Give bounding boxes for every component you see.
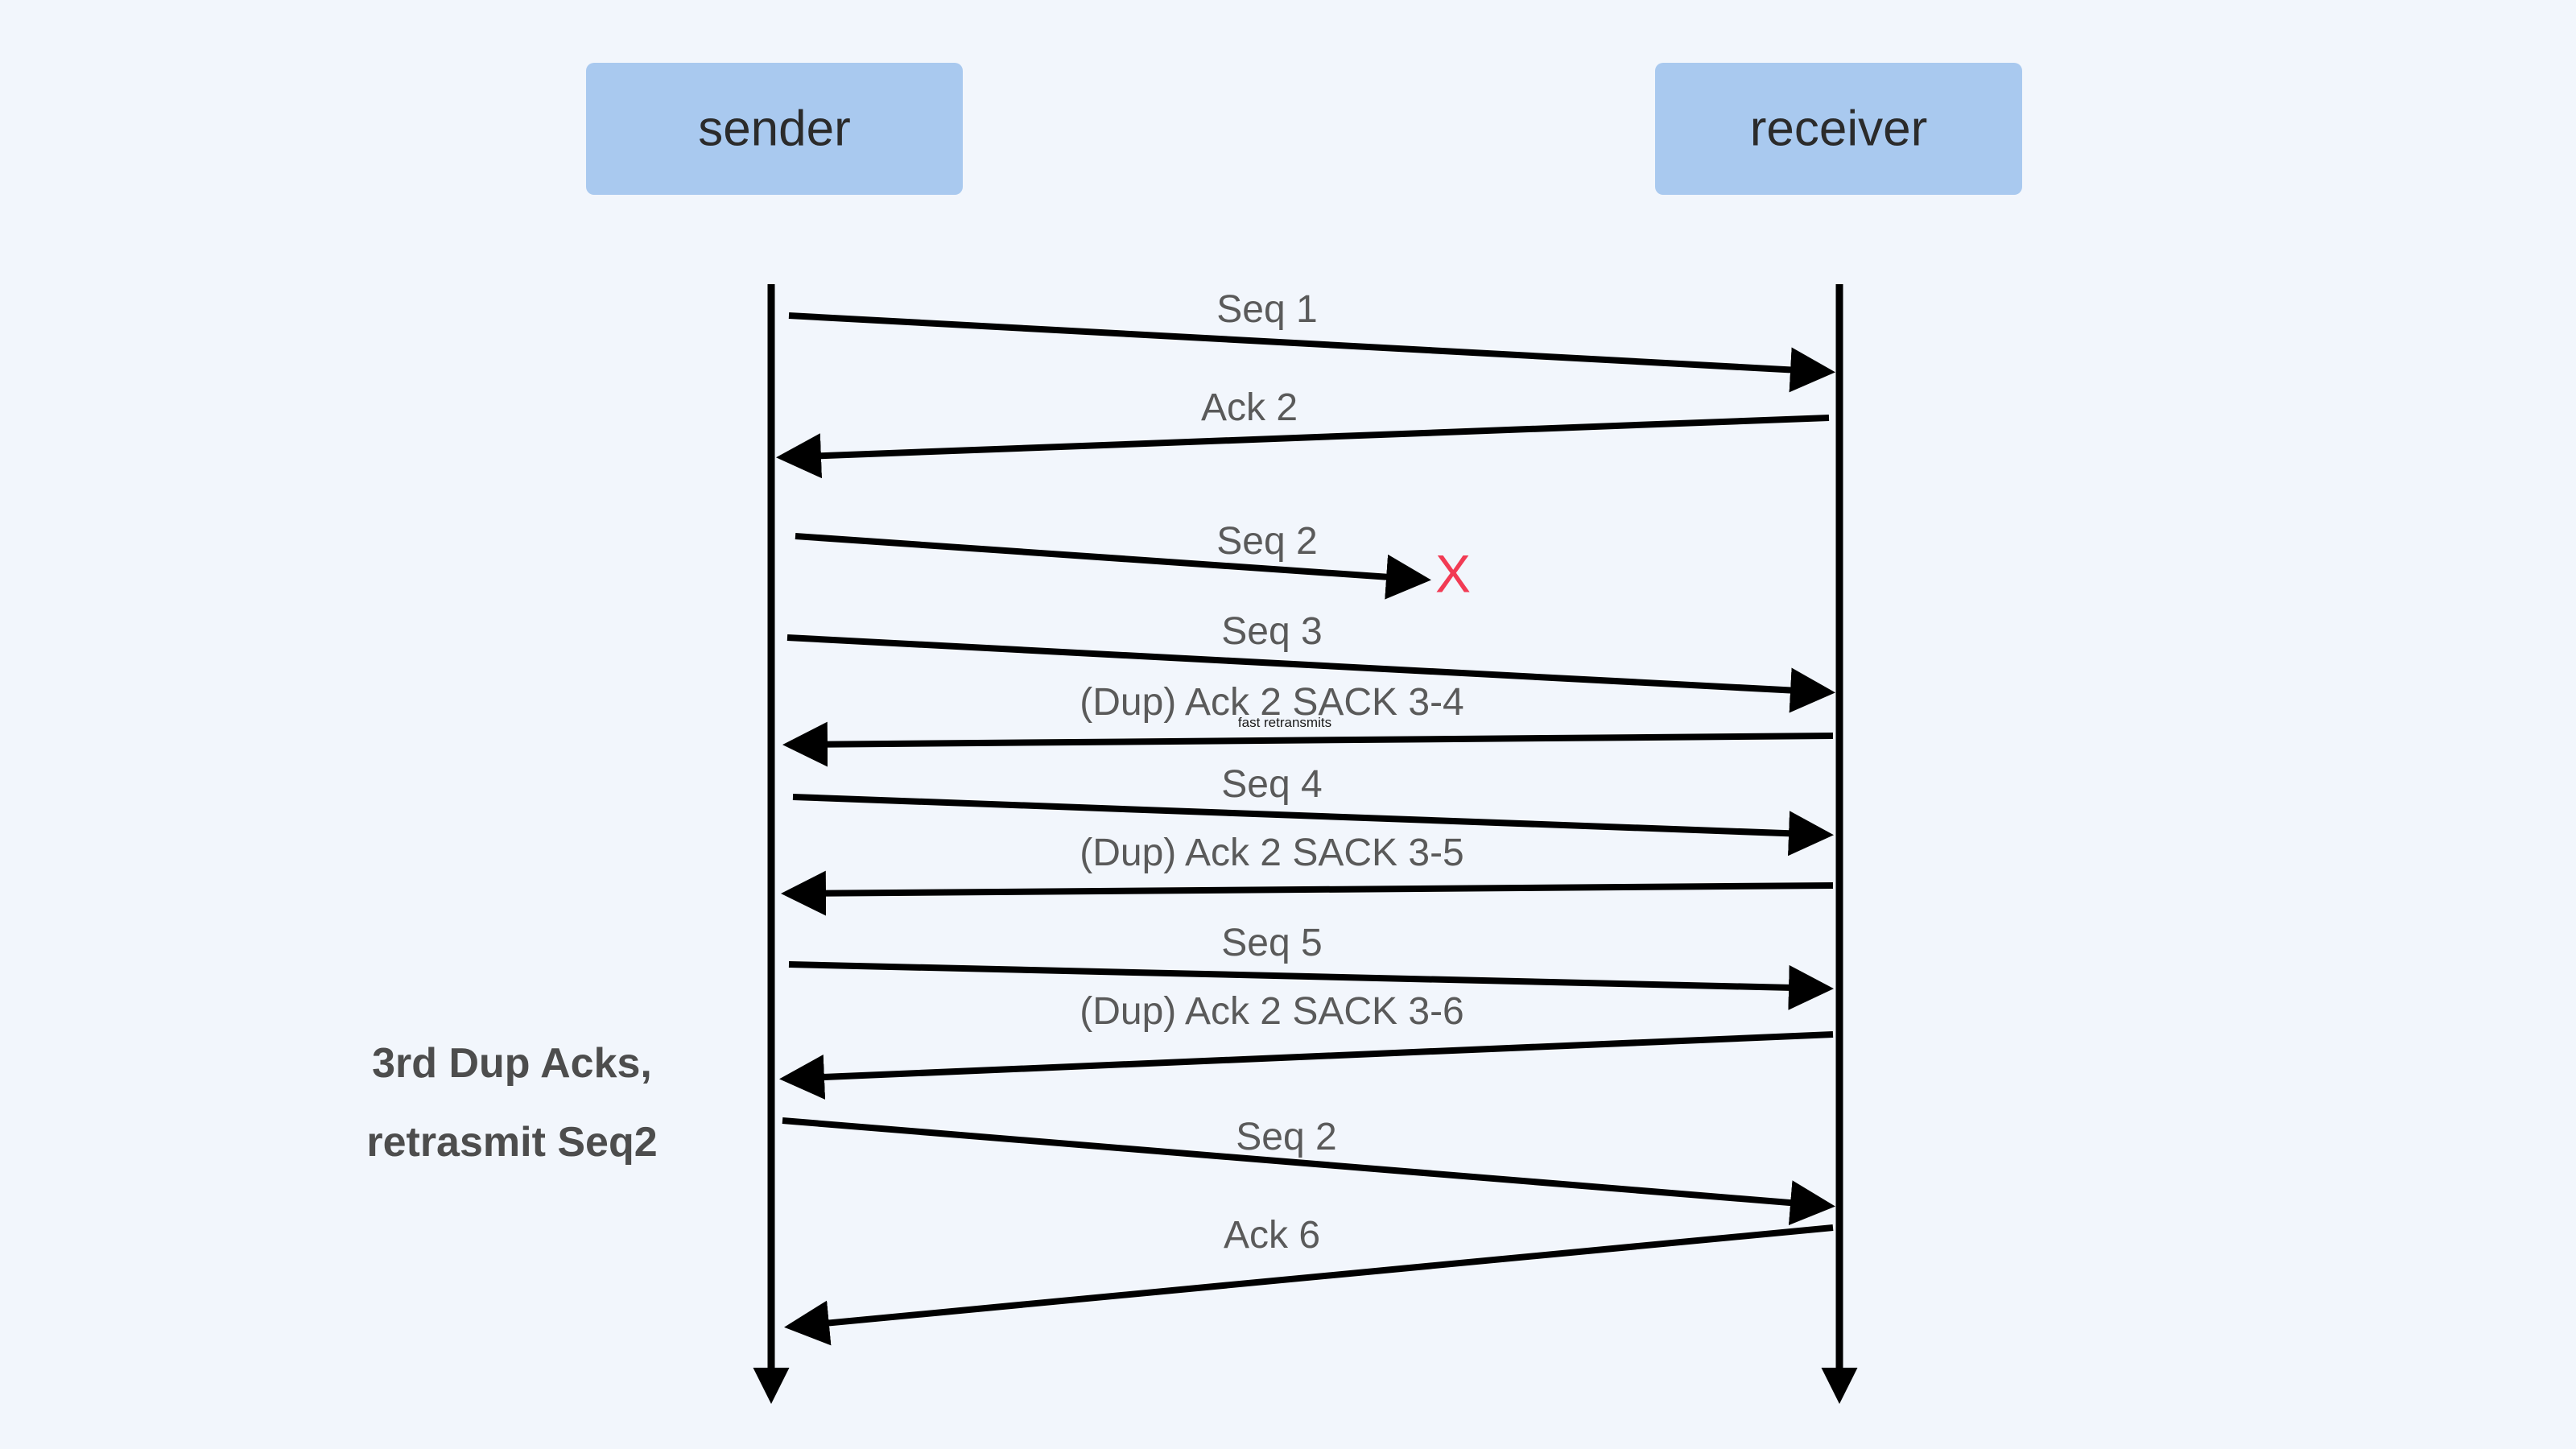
actor-box-sender[interactable]: [586, 63, 963, 195]
message-m3[interactable]: Seq 2 X: [795, 520, 1471, 603]
message-label-m3: Seq 2: [1216, 520, 1317, 563]
actors-layer: sender receiver: [586, 63, 2022, 195]
message-m6[interactable]: Seq 4: [792, 763, 1834, 857]
actor-label-receiver: receiver: [1750, 101, 1928, 156]
messages-layer: Seq 1 Ack 2 Seq 2 X Seq 3 (Dup) Ack 2 SACK 3-…: [776, 288, 1835, 1346]
note-fast-retransmit: 3rd Dup Acks, retrasmit Seq2: [366, 1040, 657, 1166]
message-arrow-m1: [788, 312, 1835, 393]
message-label-m5: (Dup) Ack 2 SACK 3-4: [1080, 681, 1464, 724]
message-label-m11: Ack 6: [1224, 1214, 1320, 1257]
message-label-m7: (Dup) Ack 2 SACK 3-5: [1080, 832, 1464, 874]
message-label-m8: Seq 5: [1221, 922, 1322, 964]
message-m2[interactable]: Ack 2: [776, 386, 1830, 479]
note-fast-retransmit-line-1: retrasmit Seq2: [366, 1119, 657, 1166]
message-label-m10: Seq 2: [1236, 1116, 1336, 1158]
note-fast-retransmit-line-0: 3rd Dup Acks,: [372, 1040, 652, 1087]
message-arrow-m11: [784, 1224, 1834, 1346]
notes-layer: 3rd Dup Acks, retrasmit Seq2: [366, 1040, 657, 1166]
message-m1[interactable]: Seq 1: [788, 288, 1835, 393]
actor-sender[interactable]: sender: [586, 63, 963, 195]
message-m4[interactable]: Seq 3: [786, 610, 1835, 713]
message-arrow-m6: [792, 794, 1834, 857]
message-m11[interactable]: Ack 6: [784, 1214, 1834, 1346]
message-arrow-m4: [786, 634, 1835, 713]
packet-loss-x-icon: X: [1435, 543, 1471, 603]
message-arrow-m10: [782, 1117, 1835, 1226]
message-label-m1: Seq 1: [1216, 288, 1317, 331]
message-m8[interactable]: Seq 5: [788, 922, 1834, 1010]
message-label-m6: Seq 4: [1221, 763, 1322, 806]
message-arrow-m5: [782, 721, 1834, 767]
message-label-m9: (Dup) Ack 2 SACK 3-6: [1080, 990, 1464, 1033]
actor-box-receiver[interactable]: [1655, 63, 2022, 195]
message-arrow-m9: [779, 1031, 1834, 1100]
message-label-m2: Ack 2: [1201, 386, 1298, 429]
message-arrow-m8: [788, 961, 1834, 1010]
message-m10[interactable]: Seq 2: [782, 1116, 1835, 1226]
message-m7[interactable]: (Dup) Ack 2 SACK 3-5: [781, 832, 1834, 916]
lifelines-layer: [753, 284, 1858, 1404]
message-arrow-m3: [795, 533, 1431, 600]
actor-receiver[interactable]: receiver: [1655, 63, 2022, 195]
message-arrow-m7: [781, 870, 1834, 916]
actor-label-sender: sender: [698, 101, 851, 156]
message-arrow-m2: [776, 415, 1830, 479]
message-sublabel-m5: fast retransmits: [1238, 715, 1331, 730]
message-m9[interactable]: (Dup) Ack 2 SACK 3-6: [779, 990, 1834, 1100]
message-label-m4: Seq 3: [1221, 610, 1322, 653]
